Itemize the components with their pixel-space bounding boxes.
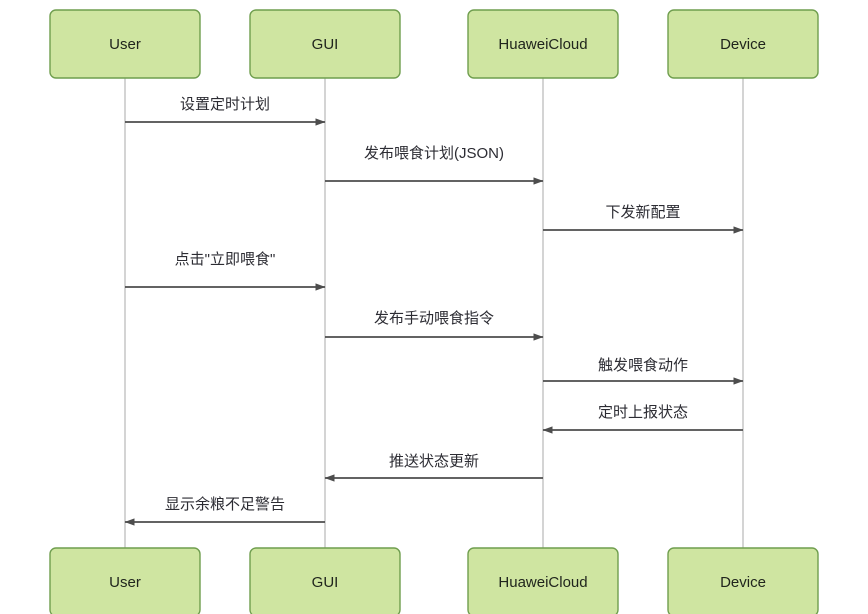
message-label: 下发新配置 bbox=[605, 204, 680, 221]
lifelines-layer bbox=[124, 78, 744, 548]
participant-box-shape bbox=[49, 9, 201, 79]
message-3-huaweicloud-to-device[interactable]: 下发新配置 bbox=[543, 204, 744, 234]
message-5-gui-to-huaweicloud[interactable]: 发布手动喂食指令 bbox=[325, 310, 544, 341]
message-2-gui-to-huaweicloud[interactable]: 发布喂食计划(JSON) bbox=[325, 145, 544, 185]
participant-box-shape bbox=[667, 547, 819, 614]
participant-label-huaweicloud: HuaweiCloud bbox=[498, 36, 587, 53]
participant-box-shape bbox=[667, 9, 819, 79]
message-8-huaweicloud-to-gui[interactable]: 推送状态更新 bbox=[324, 453, 543, 482]
message-7-device-to-huaweicloud[interactable]: 定时上报状态 bbox=[542, 404, 743, 434]
participant-box-shape bbox=[467, 9, 619, 79]
message-1-user-to-gui[interactable]: 设置定时计划 bbox=[125, 96, 326, 126]
message-label: 设置定时计划 bbox=[180, 96, 270, 113]
participant-label-user: User bbox=[109, 574, 141, 591]
participant-box-shape bbox=[249, 9, 401, 79]
participant-box-device-bottom[interactable]: Device bbox=[667, 547, 819, 614]
message-6-huaweicloud-to-device[interactable]: 触发喂食动作 bbox=[543, 357, 744, 385]
participant-label-huaweicloud: HuaweiCloud bbox=[498, 574, 587, 591]
participant-box-huaweicloud-bottom[interactable]: HuaweiCloud bbox=[467, 547, 619, 614]
participant-box-device-top[interactable]: Device bbox=[667, 9, 819, 79]
message-label: 推送状态更新 bbox=[389, 453, 479, 470]
participant-box-huaweicloud-top[interactable]: HuaweiCloud bbox=[467, 9, 619, 79]
participant-label-device: Device bbox=[720, 574, 766, 591]
participant-box-gui-top[interactable]: GUI bbox=[249, 9, 401, 79]
message-4-user-to-gui[interactable]: 点击"立即喂食" bbox=[125, 251, 326, 291]
message-label: 点击"立即喂食" bbox=[175, 251, 276, 268]
participant-box-gui-bottom[interactable]: GUI bbox=[249, 547, 401, 614]
participant-label-gui: GUI bbox=[312, 36, 339, 53]
participant-box-user-top[interactable]: User bbox=[49, 9, 201, 79]
message-label: 显示余粮不足警告 bbox=[165, 495, 285, 513]
participant-box-shape bbox=[49, 547, 201, 614]
message-label: 触发喂食动作 bbox=[598, 357, 688, 374]
participant-label-user: User bbox=[109, 36, 141, 53]
participant-box-shape bbox=[467, 547, 619, 614]
message-label: 定时上报状态 bbox=[598, 404, 688, 421]
participant-box-user-bottom[interactable]: User bbox=[49, 547, 201, 614]
message-label: 发布手动喂食指令 bbox=[374, 310, 494, 327]
participant-box-shape bbox=[249, 547, 401, 614]
participant-label-gui: GUI bbox=[312, 574, 339, 591]
message-label: 发布喂食计划(JSON) bbox=[364, 145, 504, 162]
participant-label-device: Device bbox=[720, 36, 766, 53]
message-9-gui-to-user[interactable]: 显示余粮不足警告 bbox=[124, 495, 325, 526]
